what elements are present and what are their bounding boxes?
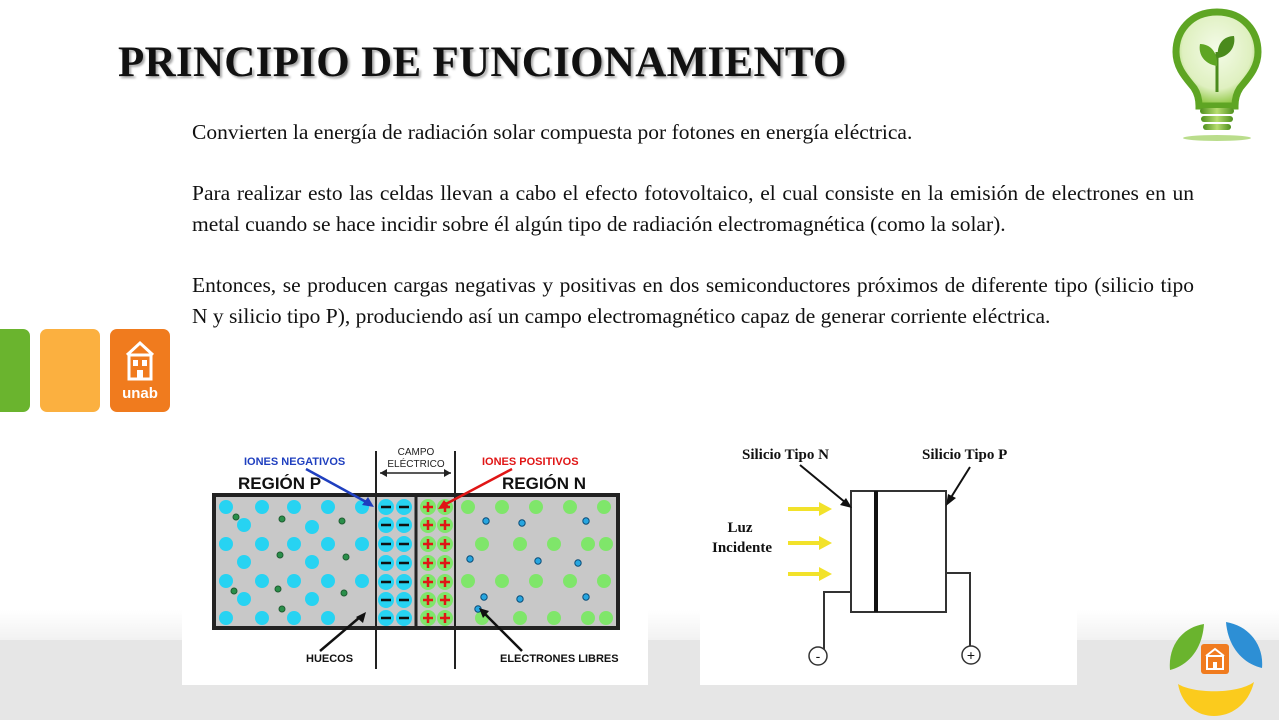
brand-tile-yellow (40, 329, 100, 412)
unab-label: unab (122, 385, 158, 402)
arrow-silicio-n-head (840, 498, 852, 508)
light-arrows-group (788, 502, 832, 581)
arrow-positive-ions (443, 467, 513, 507)
building-icon (125, 340, 155, 381)
wire-positive (946, 572, 971, 647)
label-free-electrons: ELECTRONES LIBRES (500, 653, 619, 665)
donors-group (461, 500, 613, 625)
unab-circle-logo-icon (1169, 622, 1263, 716)
label-positive-ions: IONES POSITIVOS (482, 456, 579, 468)
terminal-negative-label: - (816, 648, 821, 664)
arrow-positive-ions-head (438, 500, 450, 509)
body-text: Convierten la energía de radiación solar… (192, 117, 1194, 362)
arrow-holes-head (356, 612, 366, 623)
terminal-positive (961, 645, 981, 665)
cell-block (850, 490, 947, 613)
figure-pn-junction: IONES NEGATIVOS CAMPO ELÉCTRICO IONES PO… (182, 437, 648, 685)
arrow-holes (319, 616, 361, 652)
arrow-electrons (483, 612, 523, 652)
label-silicio-p: Silicio Tipo P (922, 447, 1007, 463)
arrow-silicio-n (799, 464, 847, 504)
label-holes: HUECOS (306, 653, 353, 665)
negative-ions-group (378, 499, 412, 626)
brand-tile-green (0, 329, 30, 412)
arrow-negative-ions (305, 467, 369, 505)
label-silicio-n: Silicio Tipo N (742, 447, 829, 463)
label-negative-ions: IONES NEGATIVOS (244, 456, 345, 468)
paragraph-1: Convierten la energía de radiación solar… (192, 120, 913, 144)
free-electrons-group (466, 517, 590, 613)
arrow-silicio-p (949, 466, 971, 500)
lightbulb-logo-icon (1172, 8, 1262, 141)
paragraph-2: Para realizar esto las celdas llevan a c… (192, 181, 1194, 236)
label-luz: Luz (727, 520, 752, 536)
figure-solar-cell: - + Silicio Tipo N Silicio Tipo P Luz In… (700, 437, 1077, 685)
arrow-negative-ions-head (362, 497, 374, 507)
label-region-n: REGIÓN N (502, 474, 586, 493)
label-electrico: ELÉCTRICO (387, 457, 444, 470)
holes-group (219, 500, 369, 625)
label-region-p: REGIÓN P (238, 474, 321, 493)
brand-tile-unab: unab (110, 329, 170, 412)
pn-junction-diagram: IONES NEGATIVOS CAMPO ELÉCTRICO IONES PO… (212, 447, 620, 669)
arrow-silicio-p-head (946, 494, 956, 506)
arrow-electrons-head (479, 608, 489, 618)
paragraph-3: Entonces, se producen cargas negativas y… (192, 273, 1194, 328)
terminal-positive-label: + (967, 647, 975, 663)
slide-title: PRINCIPIO DE FUNCIONAMIENTO (118, 39, 847, 86)
acceptors-group (230, 513, 350, 613)
label-incidente: Incidente (712, 540, 772, 556)
terminal-negative (808, 646, 828, 666)
solar-cell-diagram: - + Silicio Tipo N Silicio Tipo P Luz In… (712, 447, 1007, 666)
label-campo: CAMPO (398, 447, 435, 458)
wire-negative (823, 591, 851, 655)
